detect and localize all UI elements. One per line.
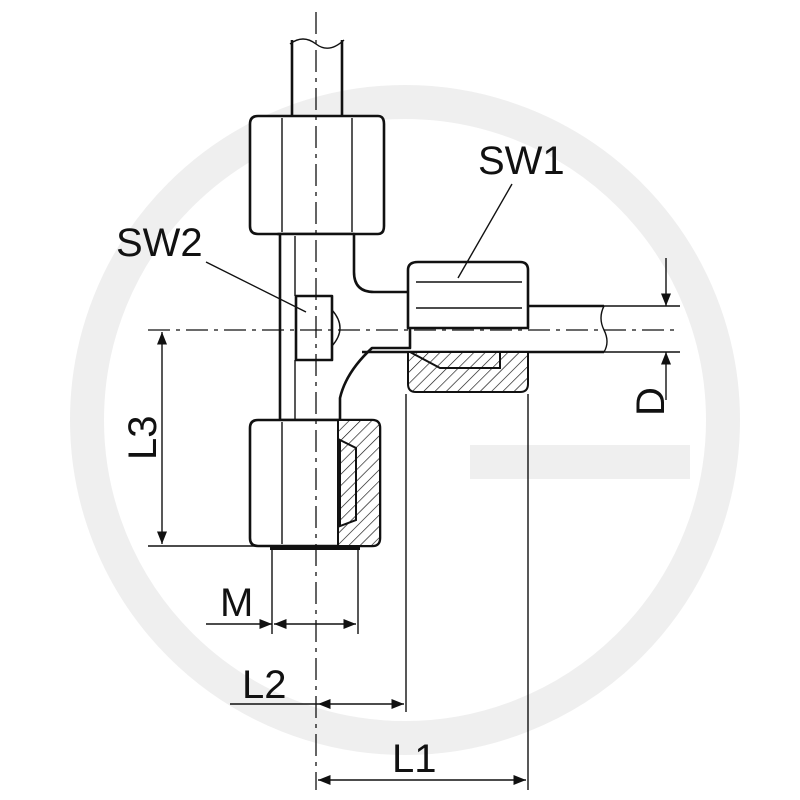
leader-sw1: SW1 <box>457 139 565 279</box>
sw1-label: SW1 <box>478 139 565 183</box>
dimension-m: M <box>206 581 356 630</box>
m-label: M <box>220 581 253 625</box>
l2-label: L2 <box>242 663 287 707</box>
bottom-nut-section <box>337 419 381 547</box>
right-nut <box>406 260 530 330</box>
l1-label: L1 <box>392 737 437 781</box>
center-lines <box>148 12 680 790</box>
top-nut <box>248 114 386 236</box>
dimension-l3: L3 <box>121 332 168 544</box>
tee-body <box>276 232 412 422</box>
l3-label: L3 <box>121 416 165 461</box>
watermark-logo <box>70 85 740 755</box>
dimension-l2: L2 <box>230 663 404 710</box>
dimension-d: D <box>629 258 673 416</box>
dimension-l1: L1 <box>318 737 526 786</box>
sw2-label: SW2 <box>116 221 203 265</box>
d-label: D <box>629 387 673 416</box>
right-nut-section <box>407 351 529 393</box>
leader-sw2: SW2 <box>116 221 307 313</box>
